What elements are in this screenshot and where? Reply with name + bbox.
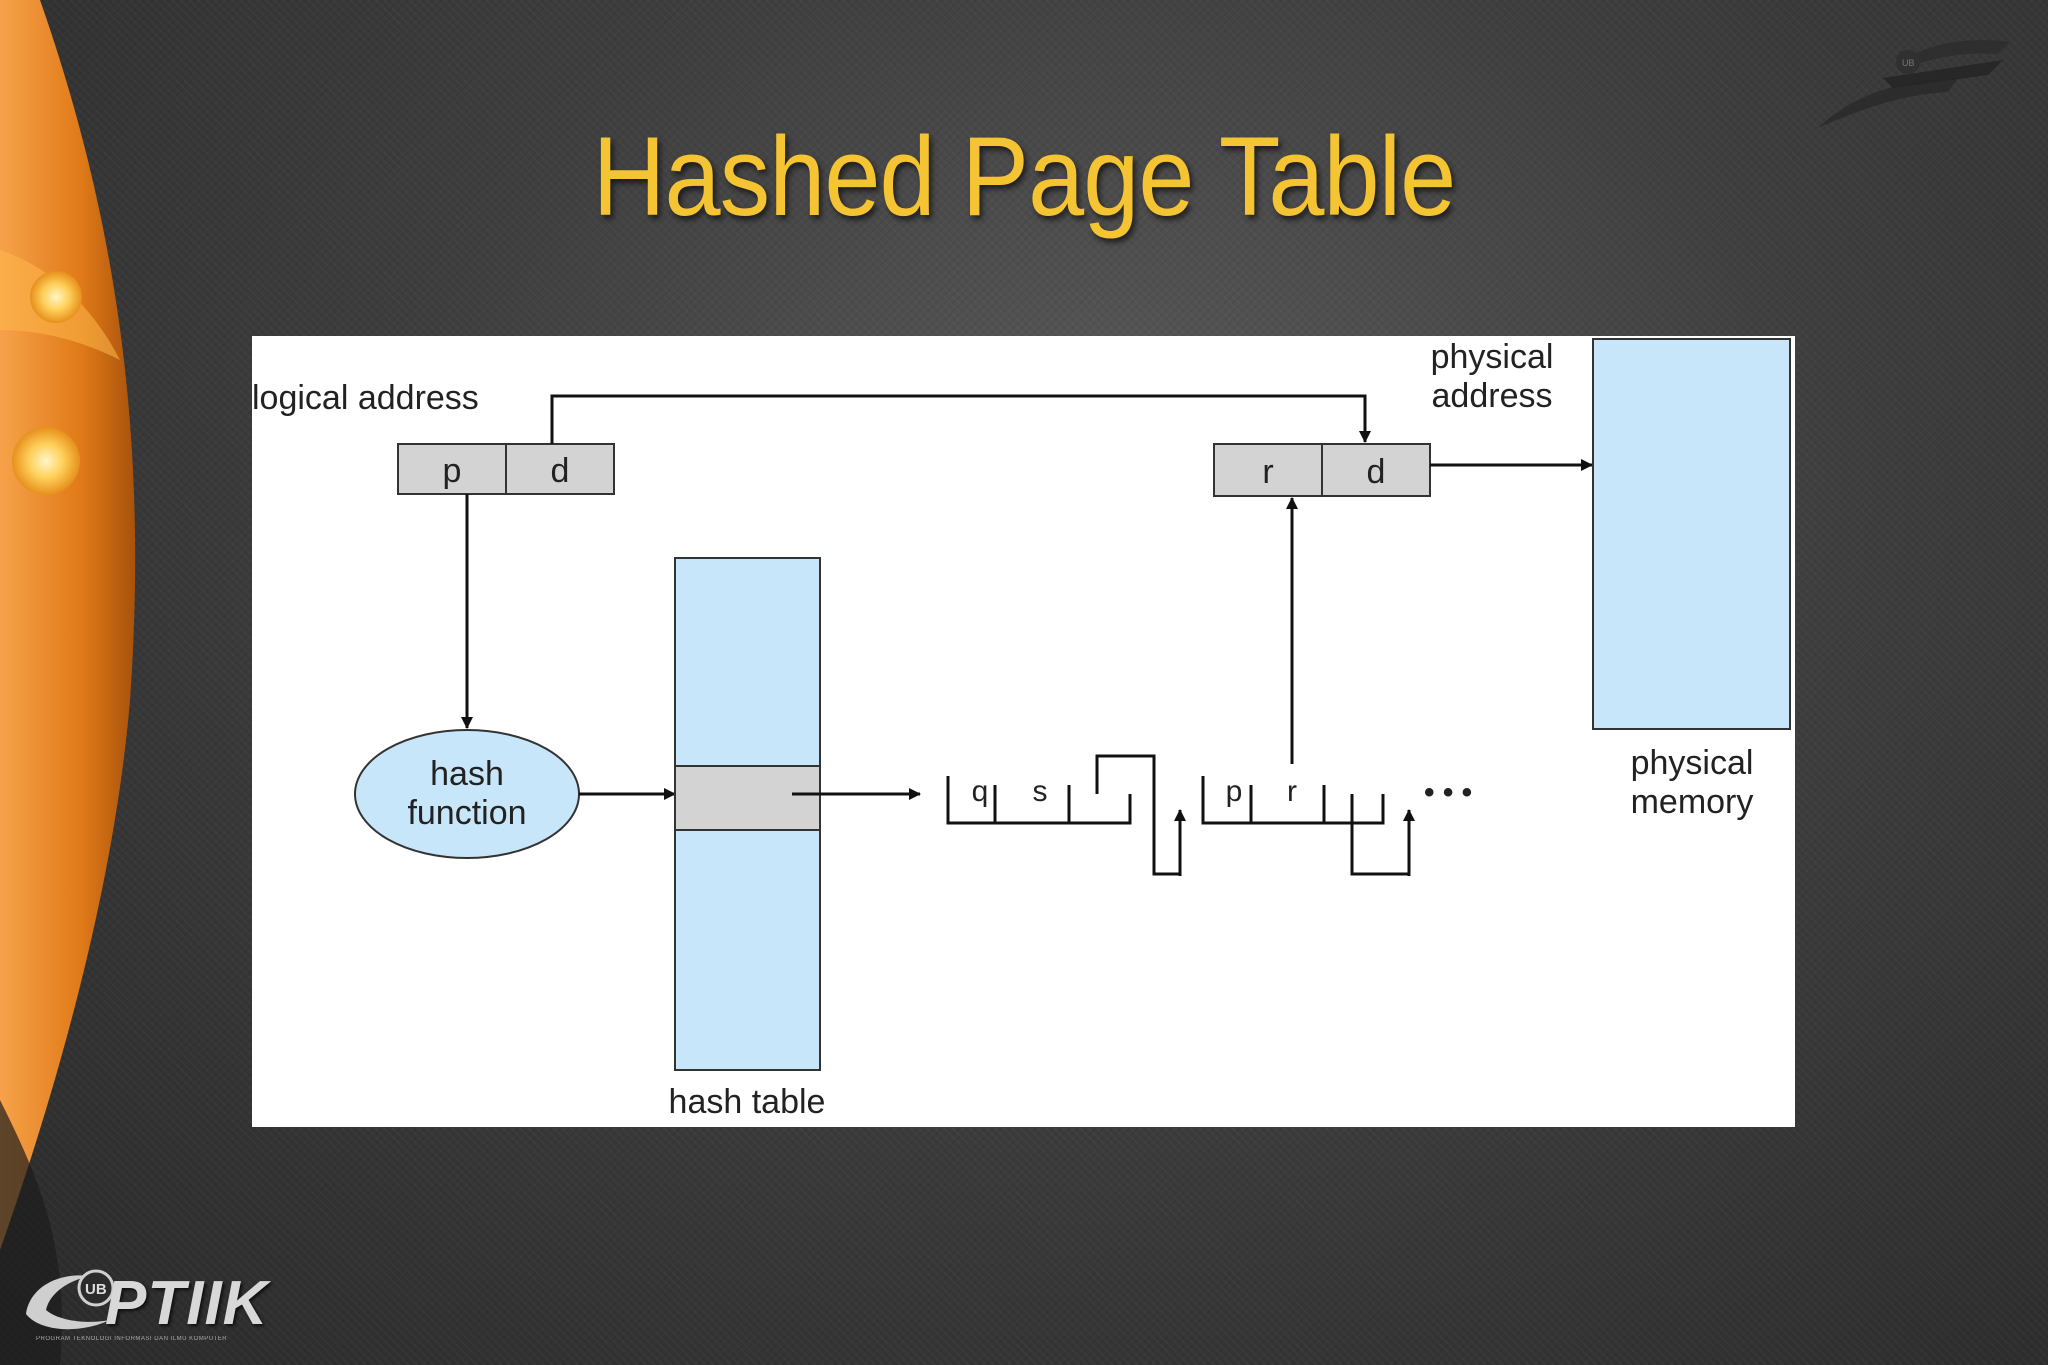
slide-title: Hashed Page Table — [592, 114, 1457, 239]
physical-address-register: r d — [1213, 443, 1431, 497]
chain-node2-field2: r — [1287, 775, 1297, 808]
logical-d-field — [505, 443, 615, 495]
logical-address-label: logical address — [252, 379, 479, 417]
logical-p-field — [397, 443, 507, 495]
brand-name: PTIIK — [105, 1269, 269, 1338]
ub-badge: UB — [85, 1281, 107, 1298]
hash-function-line1: hash — [430, 755, 504, 793]
hash-table-entry — [674, 765, 821, 831]
hashed-page-table-diagram: logical address p d hash function hash t… — [252, 336, 1795, 1127]
glow-dot-lower — [12, 427, 80, 495]
faculty-logo-icon: UB — [1818, 40, 2010, 128]
physical-memory-label-line1: physical — [1631, 744, 1754, 782]
physical-d-text: d — [1367, 453, 1386, 491]
physical-address-label-line1: physical — [1431, 338, 1554, 376]
chain-node1-field2: s — [1033, 775, 1048, 808]
physical-d-field — [1321, 443, 1431, 497]
chain-node2-field1: p — [1226, 775, 1243, 808]
hash-table-label: hash table — [669, 1083, 826, 1121]
logical-address-register: p d — [397, 443, 615, 495]
glow-dot-upper — [30, 271, 82, 323]
logical-d-text: d — [551, 452, 570, 490]
physical-memory — [1592, 338, 1791, 730]
chain-node-q-s — [946, 754, 1182, 876]
physical-r-text: r — [1262, 453, 1273, 491]
hash-function-line2: function — [407, 794, 526, 832]
physical-memory-label-line2: memory — [1631, 783, 1754, 821]
physical-address-label-line2: address — [1432, 377, 1553, 415]
offset-arrow — [550, 394, 1371, 444]
logical-p-text: p — [443, 452, 462, 490]
chain-node1-field1: q — [972, 775, 989, 808]
chain-continuation-dots: • • • — [1424, 776, 1472, 809]
ptiik-logo-icon: UB — [26, 1269, 115, 1330]
brand-tagline: PROGRAM TEKNOLOGI INFORMASI DAN ILMU KOM… — [36, 1336, 228, 1342]
corner-logo-badge: UB — [1902, 58, 1915, 68]
